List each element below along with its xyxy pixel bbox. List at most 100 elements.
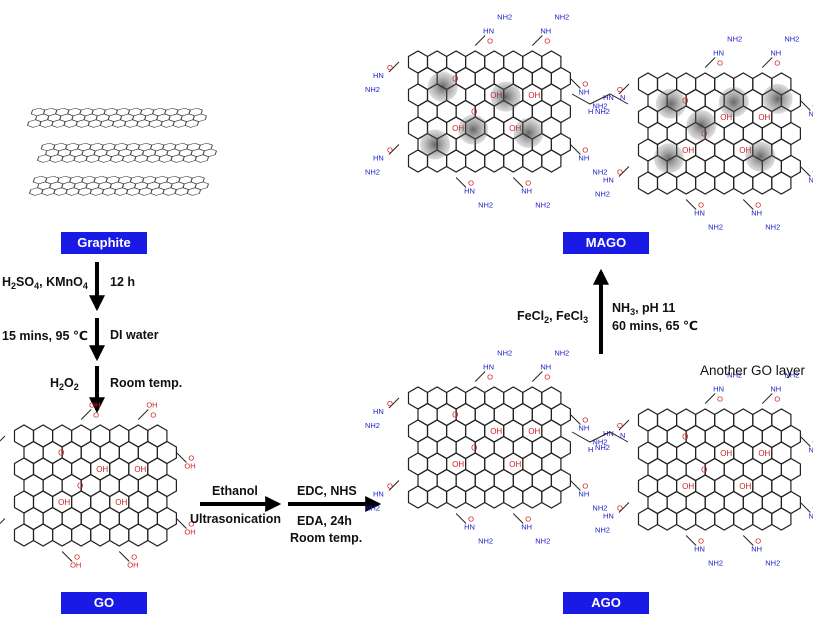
ago-structure-left (388, 371, 581, 524)
atom-label: O (131, 553, 137, 562)
carbon-ring (465, 485, 486, 509)
atom-label: O (387, 63, 393, 72)
substituent-bond (531, 35, 543, 46)
atom-label: OH (682, 146, 694, 155)
substituent-bond (761, 393, 773, 404)
atom-label: NH2 (595, 443, 610, 452)
atom-label: N (620, 431, 625, 440)
step1-reagents: H2SO4, KMnO4 (2, 275, 88, 291)
atom-label: HN (603, 176, 614, 185)
atom-label: NH2 (765, 223, 780, 232)
substituent-bond (455, 177, 467, 188)
carbon-ring (77, 187, 93, 196)
carbon-ring (40, 142, 56, 152)
atom-label: O (755, 537, 761, 546)
atom-label: O (471, 444, 477, 453)
atom-label: NH (751, 545, 762, 554)
carbon-ring (186, 187, 202, 196)
atom-label: NH2 (595, 526, 610, 535)
atom-label: O (617, 504, 623, 513)
step2-solvent: DI water (110, 328, 159, 342)
substituent-bond (474, 371, 486, 382)
carbon-ring (158, 154, 173, 163)
graphene-layer (26, 107, 208, 128)
carbon-ring (13, 523, 35, 547)
carbon-ring (32, 523, 54, 547)
carbon-ring (503, 149, 524, 173)
carbon-ring (36, 154, 52, 163)
carbon-ring (51, 523, 73, 547)
carbon-ring (522, 149, 543, 173)
carbon-ring (637, 171, 659, 195)
atom-label: NH2 (592, 504, 607, 513)
carbon-ring (752, 171, 773, 195)
substituent-bond (176, 452, 187, 463)
carbon-ring (150, 187, 165, 196)
atom-label: NH (808, 446, 813, 455)
atom-label: OH (452, 124, 464, 133)
substituent-bond (388, 397, 400, 409)
atom-label: NH2 (478, 537, 493, 546)
atom-label: HN (373, 407, 384, 416)
nanoparticle (427, 71, 458, 102)
atom-label: OH (682, 482, 694, 491)
room-temperature: Room temp. (290, 531, 363, 545)
step3-temperature: Room temp. (110, 376, 183, 390)
substituent-bond (570, 480, 581, 491)
ago-structure-right (618, 393, 811, 546)
atom-label: NH2 (595, 107, 610, 116)
substituent-bond (512, 177, 524, 188)
nanoparticle (686, 110, 717, 141)
atom-label: O (471, 108, 477, 117)
substituent-bond (704, 57, 716, 68)
substituent-bond (618, 502, 630, 513)
atom-label: NH (751, 209, 762, 218)
atom-label: NH (521, 187, 532, 196)
atom-label: H (588, 445, 593, 454)
carbon-ring (65, 187, 80, 196)
coupling-agents: EDC, NHS (297, 484, 357, 498)
carbon-ring (147, 523, 168, 547)
atom-label: O (617, 168, 623, 177)
carbon-ring (53, 187, 68, 196)
carbon-ring (503, 485, 524, 509)
graphite-label: Graphite (61, 232, 147, 254)
atom-label: NH (540, 27, 551, 36)
atom-label: OH (184, 528, 195, 537)
substituent-bond (761, 57, 773, 68)
atom-label: NH (808, 512, 813, 521)
substituent-bond (800, 436, 811, 447)
iron-oxide-nanoparticles (420, 71, 793, 174)
atom-label: OH (89, 401, 100, 410)
atom-label: O (617, 85, 623, 94)
carbon-ring (172, 119, 188, 128)
carbon-ring (30, 107, 46, 117)
atom-label: OH (127, 561, 138, 570)
atom-label: O (487, 373, 493, 382)
atom-label: OH (70, 561, 81, 570)
carbon-ring (99, 119, 115, 128)
nanoparticle (513, 117, 544, 148)
carbon-ring (87, 119, 103, 128)
nanoparticle (490, 81, 521, 112)
go-label: GO (61, 592, 147, 614)
atom-label: NH2 (784, 371, 799, 380)
nanoparticle (653, 143, 684, 174)
atom-label: NH2 (365, 421, 380, 430)
atom-label: OH (490, 427, 502, 436)
atom-label: OH (134, 465, 146, 474)
atom-label: HN (694, 545, 705, 554)
atom-label: OH (452, 460, 464, 469)
atom-label: HN (373, 71, 384, 80)
carbon-ring (128, 523, 149, 547)
substituent-bond (474, 35, 486, 46)
atom-label: NH2 (365, 504, 380, 513)
carbon-ring (51, 119, 66, 128)
atom-label: OH (528, 91, 540, 100)
atom-label: HN (464, 187, 475, 196)
atom-label: NH (770, 385, 781, 394)
carbon-ring (771, 507, 792, 531)
substituent-bond (0, 435, 6, 442)
atom-label: O (387, 482, 393, 491)
